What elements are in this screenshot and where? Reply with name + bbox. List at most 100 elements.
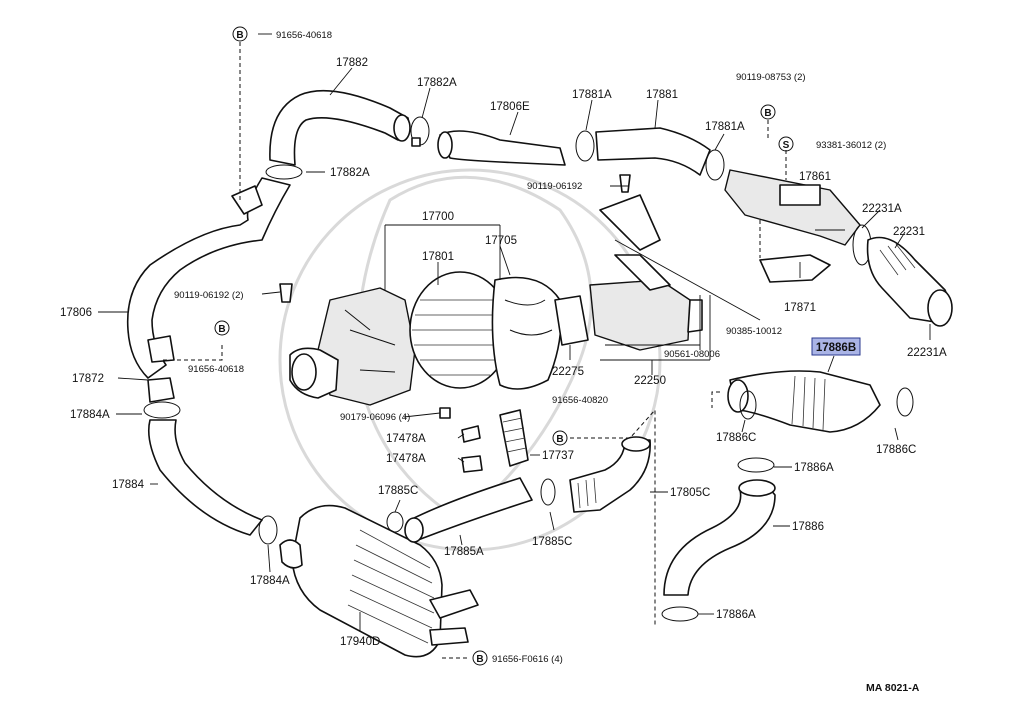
label-17882[interactable]: 17882 xyxy=(336,57,368,69)
label-17886C-2[interactable]: 17886C xyxy=(876,444,916,456)
label-17886B[interactable]: 17886B xyxy=(816,342,856,354)
label-17885C-1[interactable]: 17885C xyxy=(378,485,418,497)
label-17886A-1[interactable]: 17886A xyxy=(794,462,834,474)
label-93381-36012[interactable]: 93381-36012 (2) xyxy=(816,140,886,151)
hose-17805C[interactable] xyxy=(569,436,651,513)
air-flow-meter-22250[interactable] xyxy=(589,254,703,351)
hose-17886B[interactable] xyxy=(727,370,881,433)
gasket-22275[interactable] xyxy=(554,295,589,346)
bracket-17872[interactable] xyxy=(599,194,661,251)
duct-17861[interactable] xyxy=(724,169,861,246)
part-labels: 91656-40618 17882 17882A 17806E 17881A 1… xyxy=(60,30,947,665)
label-17806[interactable]: 17806 xyxy=(60,307,92,319)
hose-17886[interactable] xyxy=(663,479,776,596)
label-17881A-2[interactable]: 17881A xyxy=(705,121,745,133)
label-17881[interactable]: 17881 xyxy=(646,89,678,101)
label-22231[interactable]: 22231 xyxy=(893,226,925,238)
hose-17881[interactable] xyxy=(595,127,711,176)
marker-b-right: B xyxy=(760,104,776,120)
label-17478A-2[interactable]: 17478A xyxy=(386,453,426,465)
clamp-17886A-2[interactable] xyxy=(661,606,699,622)
label-17700[interactable]: 17700 xyxy=(422,211,454,223)
bolt-90119-06192-top[interactable] xyxy=(619,174,631,193)
hose-17885A[interactable] xyxy=(404,477,533,543)
label-17885C-2[interactable]: 17885C xyxy=(532,536,572,548)
clamp-17886C-1[interactable] xyxy=(739,390,757,420)
label-17886C-1[interactable]: 17886C xyxy=(716,432,756,444)
clip-17478A-1[interactable] xyxy=(461,425,481,443)
label-22231A-1[interactable]: 22231A xyxy=(862,203,902,215)
label-17478A-1[interactable]: 17478A xyxy=(386,433,426,445)
clamp-17882A-lower[interactable] xyxy=(265,164,303,180)
svg-text:B: B xyxy=(218,324,225,335)
label-90119-06192-b[interactable]: 90119-06192 (2) xyxy=(174,290,244,301)
svg-text:S: S xyxy=(783,140,790,151)
label-17886A-2[interactable]: 17886A xyxy=(716,609,756,621)
svg-text:B: B xyxy=(476,654,483,665)
clamp-17885C-2[interactable] xyxy=(540,478,556,506)
clamp-17881A-1[interactable] xyxy=(575,130,595,162)
label-17881A-1[interactable]: 17881A xyxy=(572,89,612,101)
label-17886[interactable]: 17886 xyxy=(792,521,824,533)
label-17882A-2[interactable]: 17882A xyxy=(330,167,370,179)
marker-b-top: B xyxy=(232,26,248,42)
resonator-17940D[interactable] xyxy=(279,504,479,658)
marker-s: S xyxy=(778,136,794,152)
label-90561-08006[interactable]: 90561-08006 xyxy=(664,349,720,360)
label-22275[interactable]: 22275 xyxy=(552,366,584,378)
highlight-box-17886B xyxy=(811,337,861,356)
hose-17806[interactable] xyxy=(126,177,291,379)
label-17861[interactable]: 17861 xyxy=(799,171,831,183)
marker-b-bottom: B xyxy=(472,650,488,666)
svg-text:B: B xyxy=(556,434,563,445)
marker-b-mid: B xyxy=(214,320,230,336)
label-17806E[interactable]: 17806E xyxy=(490,101,530,113)
clamp-17886C-2[interactable] xyxy=(896,387,914,417)
label-91656-40820[interactable]: 91656-40820 xyxy=(552,395,608,406)
clamp-17885C-1[interactable] xyxy=(386,511,404,533)
label-17872[interactable]: 17872 xyxy=(72,373,104,385)
label-17737[interactable]: 17737 xyxy=(542,450,574,462)
bracket-17871[interactable] xyxy=(759,254,831,283)
screen-17737[interactable] xyxy=(499,409,529,467)
label-17871[interactable]: 17871 xyxy=(784,302,816,314)
diagram-code: MA 8021-A xyxy=(866,682,920,694)
label-22231A-2[interactable]: 22231A xyxy=(907,347,947,359)
svg-text:B: B xyxy=(764,108,771,119)
clamp-17882A-top[interactable] xyxy=(410,116,430,147)
hose-17806E[interactable] xyxy=(437,130,566,166)
hose-17884[interactable] xyxy=(147,377,263,536)
label-17940D[interactable]: 17940D xyxy=(340,636,380,648)
clamp-17886A-1[interactable] xyxy=(737,457,775,473)
label-22250[interactable]: 22250 xyxy=(634,375,666,387)
clamp-17881A-2[interactable] xyxy=(705,149,725,181)
label-17884A-1[interactable]: 17884A xyxy=(70,409,110,421)
clamp-17884A-upper[interactable] xyxy=(143,401,181,419)
label-17884[interactable]: 17884 xyxy=(112,479,145,491)
marker-b-center: B xyxy=(552,430,568,446)
leader-lines xyxy=(98,33,931,659)
svg-text:B: B xyxy=(236,30,243,41)
hose-17882[interactable] xyxy=(269,89,411,166)
label-17885A[interactable]: 17885A xyxy=(444,546,484,558)
air-cleaner-cap-17705[interactable] xyxy=(491,276,562,390)
label-17801[interactable]: 17801 xyxy=(422,251,454,263)
label-90119-06192-a[interactable]: 90119-06192 xyxy=(527,181,582,192)
clip-17478A-2[interactable] xyxy=(461,455,483,473)
label-91656-F0616[interactable]: 91656-F0616 (4) xyxy=(492,654,563,665)
air-cleaner-case-17700[interactable] xyxy=(289,287,416,406)
label-90179-06096[interactable]: 90179-06096 (4) xyxy=(340,412,410,423)
label-17882A-1[interactable]: 17882A xyxy=(417,77,457,89)
bolt-90179-06096[interactable] xyxy=(439,407,451,419)
label-17805C[interactable]: 17805C xyxy=(670,487,710,499)
label-90119-08753[interactable]: 90119-08753 (2) xyxy=(736,72,806,83)
label-91656-40618-top[interactable]: 91656-40618 xyxy=(276,30,332,41)
label-90385-10012[interactable]: 90385-10012 xyxy=(726,326,782,337)
clamp-17884A-lower[interactable] xyxy=(258,515,278,545)
label-91656-40618-mid[interactable]: 91656-40618 xyxy=(188,364,244,375)
label-17705[interactable]: 17705 xyxy=(485,235,517,247)
hose-22231[interactable] xyxy=(866,236,953,327)
label-17884A-2[interactable]: 17884A xyxy=(250,575,290,587)
bolt-90119-06192-left[interactable] xyxy=(279,283,293,303)
